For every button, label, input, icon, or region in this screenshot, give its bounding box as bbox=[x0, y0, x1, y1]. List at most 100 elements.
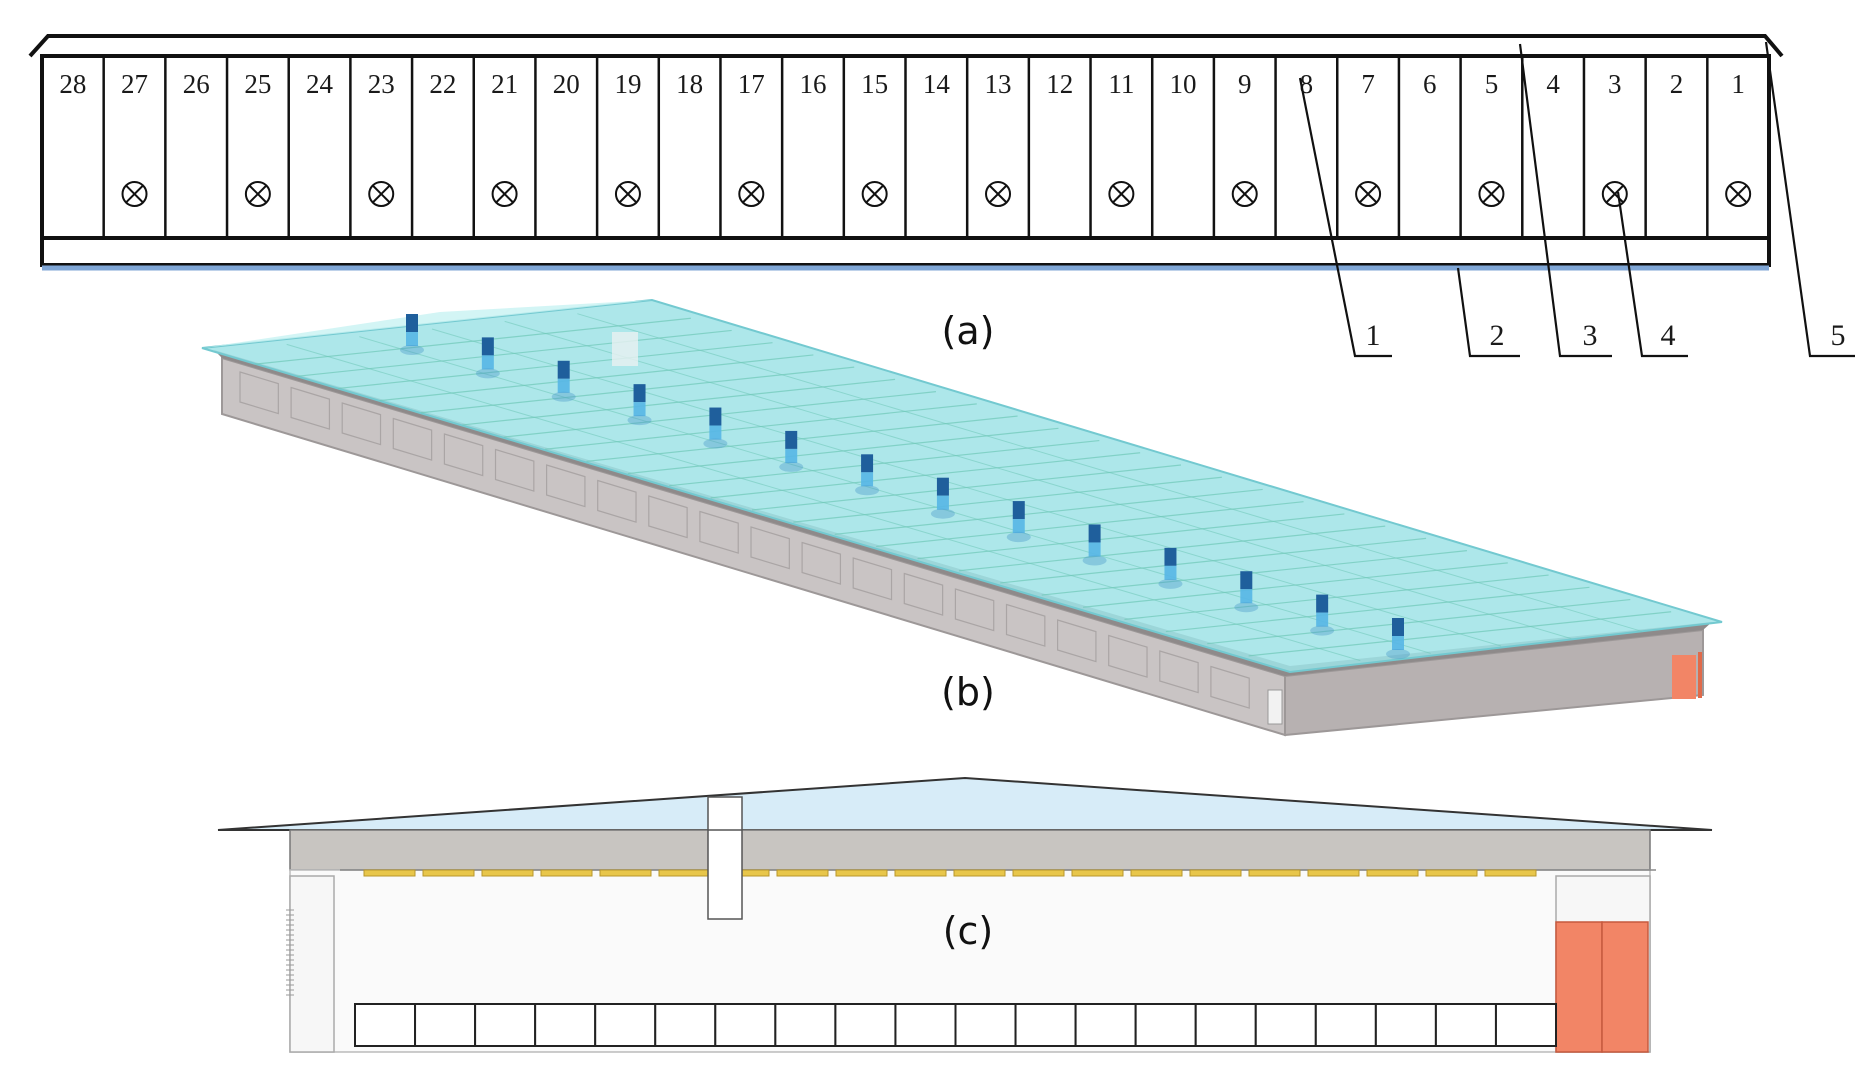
bottom-cell bbox=[534, 1003, 597, 1047]
light-strip bbox=[658, 869, 711, 877]
bottom-cell bbox=[594, 1003, 657, 1047]
light-strips bbox=[363, 869, 1537, 877]
light-strip bbox=[776, 869, 829, 877]
roof-chimney bbox=[779, 430, 804, 472]
pen-number: 22 bbox=[429, 69, 456, 99]
wall-vent bbox=[1210, 665, 1250, 709]
wall-vent bbox=[290, 386, 331, 430]
bottom-cell bbox=[1314, 1003, 1377, 1047]
light-strip bbox=[599, 869, 652, 877]
plan-roof-line bbox=[28, 34, 1784, 58]
fan-icon bbox=[368, 181, 395, 207]
leader-3 bbox=[1518, 43, 1612, 358]
fan-icon bbox=[121, 181, 148, 207]
light-strip bbox=[953, 869, 1006, 877]
wall-vent bbox=[648, 495, 688, 539]
bottom-cell bbox=[1494, 1003, 1557, 1047]
ventilation-shaft bbox=[707, 796, 743, 920]
leader-1 bbox=[1298, 77, 1392, 358]
roof-chimney bbox=[1310, 594, 1335, 636]
panel-b-3d-model: (b) bbox=[201, 298, 1723, 737]
bottom-cell bbox=[1434, 1003, 1497, 1047]
pen-number: 27 bbox=[121, 69, 148, 99]
bottom-cell bbox=[1374, 1003, 1437, 1047]
model-eave-band bbox=[214, 350, 1712, 676]
leader-5 bbox=[1764, 41, 1855, 358]
pen-number: 10 bbox=[1170, 69, 1197, 99]
bottom-cell bbox=[954, 1003, 1017, 1047]
pen-number: 18 bbox=[676, 69, 703, 99]
light-strip bbox=[1307, 869, 1360, 877]
pen-number: 17 bbox=[738, 69, 765, 99]
end-door-panel bbox=[1672, 655, 1696, 699]
callout-leaders bbox=[1298, 41, 1855, 358]
roof-chimney bbox=[1234, 571, 1259, 613]
front-door-white bbox=[1267, 689, 1283, 725]
pen-number: 23 bbox=[368, 69, 395, 99]
fan-icon bbox=[1478, 181, 1505, 207]
light-strip bbox=[1012, 869, 1065, 877]
section-door-left bbox=[1555, 921, 1603, 1053]
light-strip bbox=[540, 869, 593, 877]
section-ceiling-band bbox=[289, 829, 1651, 871]
bottom-cell bbox=[834, 1003, 897, 1047]
bottom-cell bbox=[894, 1003, 957, 1047]
fan-icon bbox=[1725, 181, 1752, 207]
bottom-cell bbox=[774, 1003, 837, 1047]
light-strip bbox=[1425, 869, 1478, 877]
bottom-cell bbox=[474, 1003, 537, 1047]
roof-grid-line bbox=[431, 328, 1502, 647]
pen-number: 2 bbox=[1670, 69, 1684, 99]
roof-chimney bbox=[1158, 547, 1183, 589]
fan-icon bbox=[1231, 181, 1258, 207]
bottom-cell bbox=[414, 1003, 477, 1047]
pen-number: 25 bbox=[244, 69, 271, 99]
pen-number: 20 bbox=[553, 69, 580, 99]
light-strip bbox=[363, 869, 416, 877]
fan-icon bbox=[738, 181, 765, 207]
callout-label-3: 3 bbox=[1583, 319, 1598, 352]
light-strip bbox=[1189, 869, 1242, 877]
model-roof-ridge bbox=[202, 300, 652, 348]
bottom-cell bbox=[1194, 1003, 1257, 1047]
light-strip bbox=[835, 869, 888, 877]
fan-icons bbox=[121, 181, 1752, 207]
fan-icon bbox=[614, 181, 641, 207]
light-strip bbox=[1366, 869, 1419, 877]
roof-chimney bbox=[400, 314, 424, 355]
wall-vent bbox=[494, 448, 535, 492]
section-roof bbox=[217, 776, 1713, 831]
end-door-frame bbox=[1698, 652, 1702, 698]
light-strip bbox=[422, 869, 475, 877]
light-strip bbox=[1248, 869, 1301, 877]
pen-number: 6 bbox=[1423, 69, 1437, 99]
roof-grid-line bbox=[286, 343, 1361, 662]
light-strip bbox=[1130, 869, 1183, 877]
wall-vent bbox=[597, 479, 637, 523]
pen-number: 9 bbox=[1238, 69, 1252, 99]
roof-grid-line bbox=[577, 313, 1642, 632]
pen-number: 24 bbox=[306, 69, 334, 99]
roof-chimney bbox=[703, 407, 728, 449]
pen-number: 28 bbox=[59, 69, 86, 99]
fan-icon bbox=[491, 181, 518, 207]
light-strip bbox=[894, 869, 947, 877]
pen-number: 3 bbox=[1608, 69, 1622, 99]
pen-number: 11 bbox=[1108, 69, 1134, 99]
leader-4 bbox=[1616, 191, 1688, 358]
pen-number: 14 bbox=[923, 69, 951, 99]
fan-icon bbox=[1108, 181, 1135, 207]
pen-number: 13 bbox=[985, 69, 1012, 99]
pen-number: 5 bbox=[1485, 69, 1499, 99]
wall-vent bbox=[545, 464, 586, 508]
roof-opening bbox=[612, 332, 638, 366]
roof-chimney bbox=[551, 360, 576, 402]
section-door-right bbox=[1601, 921, 1649, 1053]
bottom-cell bbox=[714, 1003, 777, 1047]
panel-a-label: (a) bbox=[942, 309, 995, 353]
wall-vent bbox=[801, 541, 842, 585]
wall-vent bbox=[392, 417, 433, 461]
fan-icon bbox=[244, 181, 271, 207]
section-left-room bbox=[289, 875, 335, 1053]
